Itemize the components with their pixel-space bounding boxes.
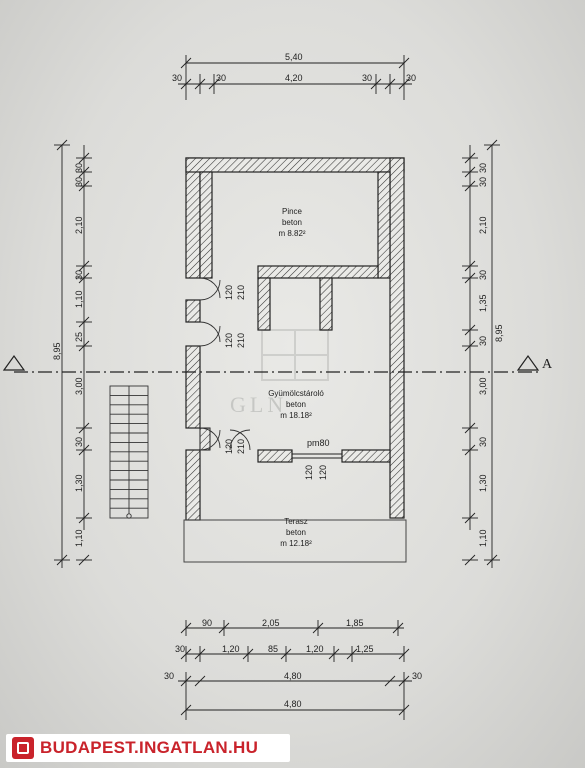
brand-logo-icon [12, 737, 34, 759]
dim-left-segment: 30 [74, 177, 84, 187]
dim-bottom2-a: 30 [175, 644, 185, 654]
dim-left-segment: 1,10 [74, 290, 84, 308]
dim-bottom2-d: 1,20 [306, 644, 324, 654]
door-labels: 120 210 120 210 120 210 120 120 pm80 [224, 285, 330, 480]
walls [185, 157, 405, 521]
dim-right-segment: 1,35 [478, 294, 488, 312]
dim-top-wall-left2: 30 [216, 73, 226, 83]
dims-right-labels: 30 30 2,10 30 1,35 30 3,00 30 1,30 1,10 8,95 [478, 163, 504, 547]
dims-left-labels: 30 30 2,10 30 1,10 25 3,00 30 1,30 1,10 8,95 [52, 163, 84, 547]
dim-right-segment: 1,30 [478, 474, 488, 492]
dim-right-segment: 30 [478, 177, 488, 187]
section-marker-left [2, 354, 26, 371]
dim-right-segment: 30 [478, 336, 488, 346]
dim-left-segment: 1,30 [74, 474, 84, 492]
dim-top-wall-right: 30 [362, 73, 372, 83]
dims-bottom [178, 620, 412, 720]
window-sill-label: pm80 [307, 438, 330, 448]
svg-text:m 12.18²: m 12.18² [280, 539, 312, 548]
dim-bottom2-c: 85 [268, 644, 278, 654]
dims-left [54, 139, 92, 568]
dims-right [462, 139, 500, 568]
dim-bottom2-e: 1,25 [356, 644, 374, 654]
dim-right-segment: 30 [478, 270, 488, 280]
brand-text: BUDAPEST.INGATLAN.HU [40, 738, 259, 757]
svg-text:210: 210 [236, 333, 246, 348]
dim-left-segment: 1,10 [74, 529, 84, 547]
dim-left-segment: 2,10 [74, 216, 84, 234]
staircase [109, 385, 149, 519]
watermark-text: GLN [230, 392, 287, 417]
dim-right-segment: 30 [478, 163, 488, 173]
svg-text:beton: beton [282, 218, 302, 227]
room-terasz: Terasz beton m 12.18² [280, 517, 312, 548]
dim-left-segment: 25 [74, 332, 84, 342]
room-gyumolcstarolo: Gyümölcstároló beton m 18.18² [268, 389, 324, 420]
svg-text:210: 210 [236, 285, 246, 300]
dim-top-wall-left: 30 [172, 73, 182, 83]
dim-left-total: 8,95 [52, 342, 62, 360]
door-swings [199, 277, 251, 451]
dim-bottom3-left: 30 [164, 671, 174, 681]
dim-right-total: 8,95 [494, 324, 504, 342]
section-line: A [2, 354, 553, 373]
dim-right-segment: 1,10 [478, 529, 488, 547]
section-marker-right [516, 354, 540, 371]
svg-text:210: 210 [236, 439, 246, 454]
svg-text:beton: beton [286, 528, 306, 537]
dim-right-segment: 30 [478, 437, 488, 447]
dim-top-total: 5,40 [285, 52, 303, 62]
dim-top-inner: 4,20 [285, 73, 303, 83]
svg-text:Gyümölcstároló: Gyümölcstároló [268, 389, 324, 398]
svg-text:120: 120 [224, 285, 234, 300]
svg-text:Pince: Pince [282, 207, 303, 216]
dim-bottom3-mid: 4,80 [284, 671, 302, 681]
svg-text:120: 120 [304, 465, 314, 480]
svg-text:m 18.18²: m 18.18² [280, 411, 312, 420]
dim-bottom3-right: 30 [412, 671, 422, 681]
dim-left-segment: 30 [74, 270, 84, 280]
brand-banner[interactable]: BUDAPEST.INGATLAN.HU [6, 734, 290, 762]
svg-text:m 8.82²: m 8.82² [278, 229, 305, 238]
svg-text:Terasz: Terasz [284, 517, 308, 526]
room-pince: Pince beton m 8.82² [278, 207, 305, 238]
svg-text:120: 120 [318, 465, 328, 480]
section-label: A [542, 357, 553, 372]
dim-bottom1-b: 2,05 [262, 618, 280, 628]
dim-left-segment: 3,00 [74, 377, 84, 395]
watermark: GLN [230, 329, 329, 417]
terrace-outline [183, 519, 407, 563]
svg-text:120: 120 [224, 439, 234, 454]
dim-left-segment: 30 [74, 437, 84, 447]
dim-right-segment: 3,00 [478, 377, 488, 395]
svg-text:120: 120 [224, 333, 234, 348]
dim-bottom4: 4,80 [284, 699, 302, 709]
dim-bottom1-c: 1,85 [346, 618, 364, 628]
dim-bottom2-b: 1,20 [222, 644, 240, 654]
svg-text:beton: beton [286, 400, 306, 409]
dim-bottom1-a: 90 [202, 618, 212, 628]
dims-top [178, 55, 412, 100]
dim-right-segment: 2,10 [478, 216, 488, 234]
dim-left-segment: 30 [74, 163, 84, 173]
dim-top-wall-right2: 30 [406, 73, 416, 83]
